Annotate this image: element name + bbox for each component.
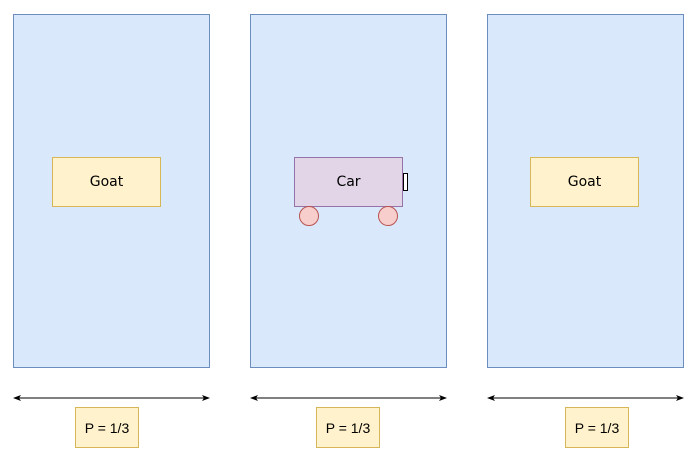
car-wheel-right <box>378 206 398 226</box>
arrow-3 <box>487 395 684 401</box>
probability-label-2: P = 1/3 <box>316 407 380 448</box>
car-headlight <box>403 173 408 191</box>
goat-1-label: Goat <box>52 157 161 207</box>
probability-label-3: P = 1/3 <box>565 407 629 448</box>
arrow-2 <box>250 395 447 401</box>
arrow-1 <box>13 395 210 401</box>
car-wheel-left <box>299 206 319 226</box>
car-body: Car <box>294 157 403 207</box>
probability-label-1: P = 1/3 <box>75 407 139 448</box>
goat-3-label: Goat <box>530 157 639 207</box>
